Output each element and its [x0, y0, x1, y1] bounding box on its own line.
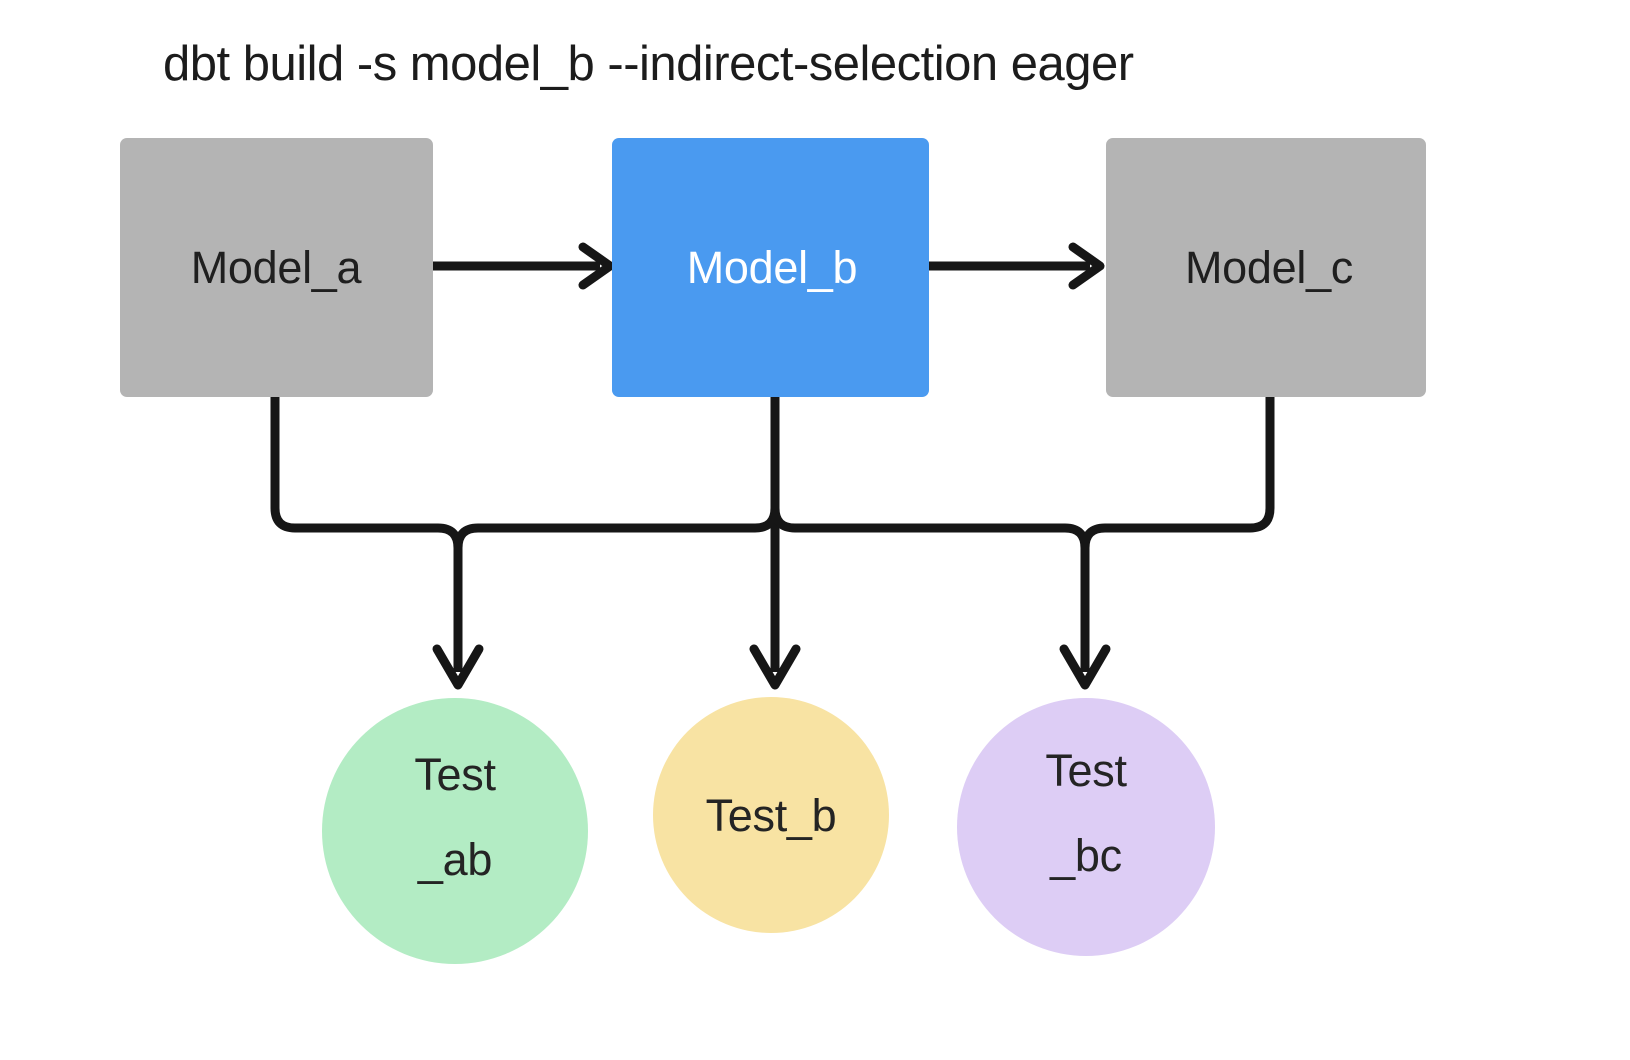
- page-title: dbt build -s model_b --indirect-selectio…: [163, 37, 1134, 91]
- edge-model-b-to-test-bc: [770, 507, 1111, 690]
- node-test-ab[interactable]: Test _ab: [322, 698, 588, 964]
- node-model-b[interactable]: Model_b: [612, 138, 929, 397]
- arrow-head-icon: [432, 644, 484, 690]
- node-test-b[interactable]: Test_b: [653, 697, 889, 933]
- edge-model-b-to-test-b: [749, 397, 801, 690]
- node-test-bc-shape[interactable]: [957, 698, 1215, 956]
- node-test-ab-shape[interactable]: [322, 698, 588, 964]
- node-test-b-label-line1: Test_b: [706, 790, 837, 841]
- node-test-ab-label-line2: _ab: [417, 834, 492, 885]
- edge-model-b-to-model-c: [929, 242, 1105, 290]
- node-test-b-shape[interactable]: [653, 697, 889, 933]
- arrow-head-icon: [1059, 644, 1111, 690]
- node-test-bc-label-line2: _bc: [1049, 830, 1122, 881]
- arrow-head-icon: [749, 644, 801, 690]
- node-model-c-label: Model_c: [1185, 242, 1353, 293]
- edge-model-a-to-test-ab: [270, 397, 484, 690]
- node-model-a-shape[interactable]: [120, 138, 433, 397]
- arrow-head-icon: [578, 242, 615, 290]
- node-model-c-shape[interactable]: [1106, 138, 1426, 397]
- edge-model-b-to-test-ab: [453, 397, 780, 549]
- node-model-c[interactable]: Model_c: [1106, 138, 1426, 397]
- node-model-a[interactable]: Model_a: [120, 138, 433, 397]
- edge-model-a-to-model-b: [433, 242, 615, 290]
- node-model-a-label: Model_a: [191, 242, 363, 293]
- edge-model-c-to-test-bc: [1080, 397, 1275, 549]
- node-test-ab-label-line1: Test: [414, 749, 496, 800]
- node-test-bc[interactable]: Test _bc: [957, 698, 1215, 956]
- arrow-head-icon: [1068, 242, 1105, 290]
- node-model-b-shape[interactable]: [612, 138, 929, 397]
- node-model-b-label: Model_b: [687, 242, 858, 293]
- node-test-bc-label-line1: Test: [1045, 745, 1127, 796]
